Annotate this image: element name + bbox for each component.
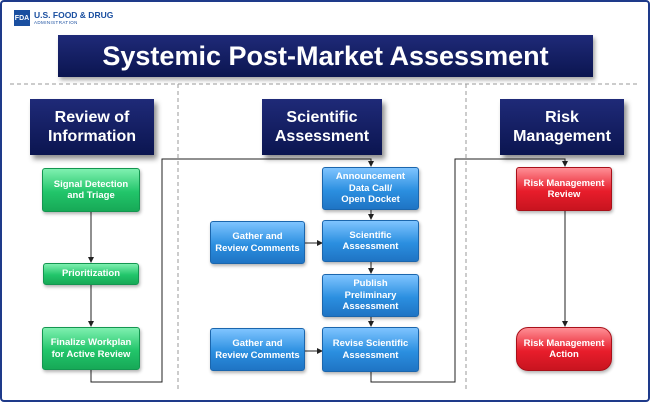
page-title-text: Systemic Post-Market Assessment (102, 40, 549, 71)
header-review-of-information: Review of Information (30, 99, 154, 155)
arrow-revise-risk-review (370, 158, 568, 383)
logo-sub: ADMINISTRATION (34, 19, 78, 25)
fda-badge: FDA (14, 10, 30, 26)
box-gather-comments-2: Gather and Review Comments (210, 328, 305, 371)
box-prioritization: Prioritization (43, 263, 139, 285)
box-scientific-assessment: Scientific Assessment (322, 220, 419, 262)
box-signal-detection: Signal Detection and Triage (42, 168, 140, 212)
box-risk-action: Risk Management Action (516, 327, 612, 371)
box-risk-review: Risk Management Review (516, 167, 612, 211)
page-title: Systemic Post-Market Assessment (58, 35, 593, 77)
box-announcement: Announcement Data Call/ Open Docket (322, 167, 419, 210)
box-revise-assessment: Revise Scientific Assessment (322, 327, 419, 372)
header-risk-management: Risk Management (500, 99, 624, 155)
box-gather-comments-1: Gather and Review Comments (210, 221, 305, 264)
box-finalize-workplan: Finalize Workplan for Active Review (42, 327, 140, 370)
box-publish-preliminary: Publish Preliminary Assessment (322, 274, 419, 317)
arrow-finalize-announcement (90, 158, 374, 383)
fda-logo: FDA U.S. FOOD & DRUG ADMINISTRATION (14, 10, 113, 26)
header-scientific-assessment: Scientific Assessment (262, 99, 382, 155)
logo-name: U.S. FOOD & DRUG (34, 10, 114, 20)
